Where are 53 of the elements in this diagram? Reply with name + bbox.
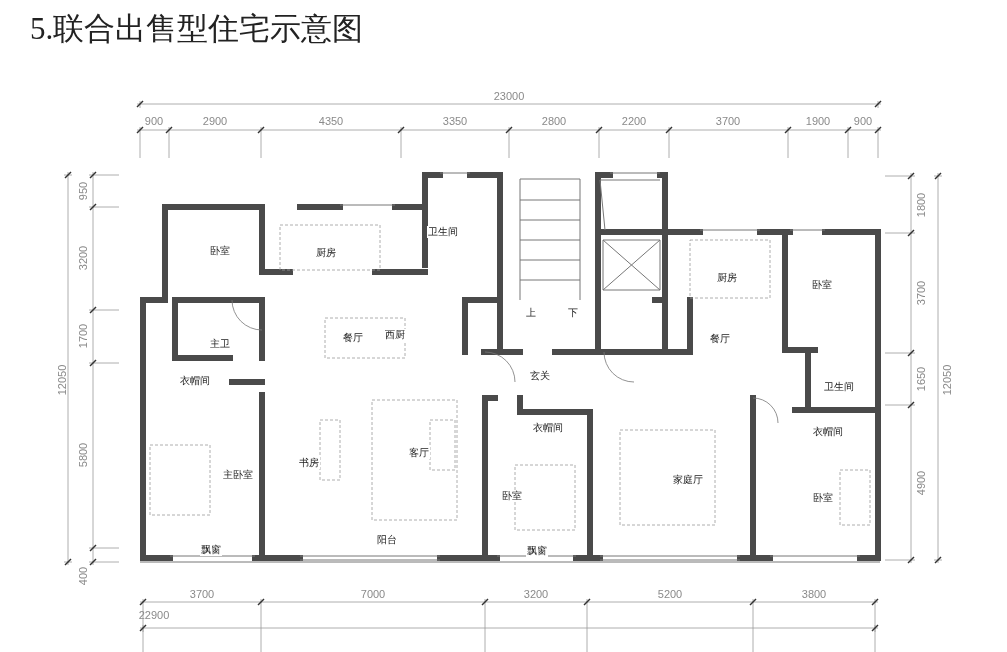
room-label: 家庭厅 (672, 474, 704, 486)
room-label: 飘窗 (526, 545, 548, 557)
room-label: 衣帽间 (532, 422, 564, 434)
dimension-text: 5800 (77, 442, 89, 468)
room-label: 衣帽间 (812, 426, 844, 438)
room-label: 主卧室 (222, 469, 254, 481)
room-label: 上 (525, 307, 537, 319)
room-label: 衣帽间 (179, 375, 211, 387)
room-label: 卧室 (209, 245, 231, 257)
room-label: 西厨 (384, 329, 406, 341)
room-label: 玄关 (529, 370, 551, 382)
dimension-text: 3700 (189, 588, 215, 600)
room-label: 卧室 (501, 490, 523, 502)
dimension-text: 7000 (360, 588, 386, 600)
room-label: 下 (567, 307, 579, 319)
title: 5.联合出售型住宅示意图 (30, 12, 364, 47)
dimension-text: 12050 (56, 364, 68, 396)
dimension-text: 3700 (915, 280, 927, 306)
dimension-text: 950 (77, 181, 89, 201)
dimension-text: 1800 (915, 192, 927, 218)
room-label: 飘窗 (200, 544, 222, 556)
dimension-text: 1700 (77, 323, 89, 349)
room-label: 厨房 (315, 247, 337, 259)
room-label: 阳台 (376, 534, 398, 546)
room-label: 卧室 (812, 492, 834, 504)
room-label: 主卫 (209, 338, 231, 350)
dimension-text: 1900 (805, 115, 831, 127)
dimension-text: 2800 (541, 115, 567, 127)
dimension-text: 3350 (442, 115, 468, 127)
room-label: 餐厅 (342, 332, 364, 344)
dimension-text: 400 (77, 566, 89, 586)
dimension-text: 4900 (915, 470, 927, 496)
dimension-text: 12050 (941, 364, 953, 396)
dimension-text: 5200 (657, 588, 683, 600)
dimension-text: 4350 (318, 115, 344, 127)
room-label: 书房 (298, 457, 320, 469)
room-label: 厨房 (716, 272, 738, 284)
dimension-text: 23000 (493, 90, 525, 102)
room-label: 卧室 (811, 279, 833, 291)
dimension-text: 2200 (621, 115, 647, 127)
dimension-text: 3200 (523, 588, 549, 600)
dimension-text: 900 (853, 115, 873, 127)
dimension-text: 1650 (915, 366, 927, 392)
room-label: 餐厅 (709, 333, 731, 345)
dimension-text: 22900 (138, 609, 170, 621)
dimension-text: 3200 (77, 245, 89, 271)
room-label: 卫生间 (427, 226, 459, 238)
room-label: 客厅 (408, 447, 430, 459)
dimension-text: 3800 (801, 588, 827, 600)
dimension-text: 2900 (202, 115, 228, 127)
dimension-text: 3700 (715, 115, 741, 127)
room-label: 卫生间 (823, 381, 855, 393)
dimension-text: 900 (144, 115, 164, 127)
